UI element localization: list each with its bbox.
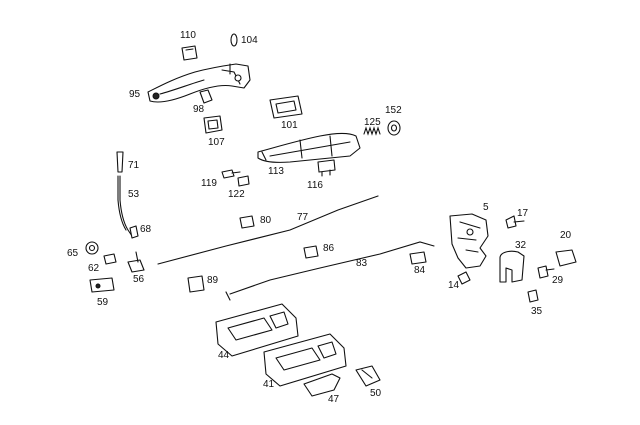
- callout-80: 80: [260, 215, 272, 226]
- callout-29: 29: [552, 275, 564, 286]
- part-71-rod-knob: [116, 151, 124, 173]
- part-20-plate: [555, 249, 577, 267]
- callout-107: 107: [208, 137, 225, 148]
- part-80-clip: [239, 215, 255, 229]
- part-59-bracket: [89, 277, 115, 293]
- callout-56: 56: [133, 274, 145, 285]
- part-116-plug: [317, 159, 336, 177]
- callout-101: 101: [281, 120, 298, 131]
- callout-83: 83: [356, 258, 368, 269]
- callout-35: 35: [531, 306, 543, 317]
- callout-116: 116: [307, 180, 323, 191]
- callout-125: 125: [364, 117, 381, 128]
- callout-65: 65: [67, 248, 79, 259]
- callout-5: 5: [483, 202, 489, 213]
- callout-71: 71: [128, 160, 140, 171]
- callout-98: 98: [193, 104, 205, 115]
- part-101-cover: [269, 95, 303, 119]
- part-14-screw: [457, 271, 471, 285]
- callout-110: 110: [180, 30, 196, 41]
- callout-86: 86: [323, 243, 335, 254]
- part-50-cap: [355, 365, 381, 387]
- part-35-screw: [527, 289, 539, 303]
- callout-152: 152: [385, 105, 402, 116]
- part-62-clip: [103, 253, 117, 265]
- callout-113: 113: [268, 166, 284, 177]
- part-5-lock-mechanism: [449, 213, 489, 269]
- callout-62: 62: [88, 263, 100, 274]
- part-17-screw: [505, 215, 525, 229]
- callout-59: 59: [97, 297, 109, 308]
- part-125-spring: [363, 126, 381, 136]
- part-113-handle-carrier: [257, 132, 361, 163]
- callout-77: 77: [297, 212, 309, 223]
- part-77-rod: [157, 195, 379, 265]
- part-119-screw: [221, 169, 241, 179]
- part-89-clip: [187, 275, 205, 293]
- part-56-lever: [127, 251, 145, 273]
- part-29-screw: [537, 265, 555, 279]
- callout-68: 68: [140, 224, 152, 235]
- callout-14: 14: [448, 280, 460, 291]
- part-84-clip: [409, 251, 427, 265]
- callout-122: 122: [228, 189, 245, 200]
- callout-119: 119: [201, 178, 217, 189]
- callout-32: 32: [515, 240, 527, 251]
- callout-50: 50: [370, 388, 382, 399]
- callout-84: 84: [414, 265, 426, 276]
- callout-41: 41: [263, 379, 275, 390]
- callout-20: 20: [560, 230, 572, 241]
- callout-47: 47: [328, 394, 340, 405]
- part-47-pull-handle: [303, 373, 341, 397]
- part-83-rod: [229, 241, 435, 295]
- part-122-screw: [237, 175, 250, 187]
- callout-44: 44: [218, 350, 230, 361]
- callout-104: 104: [241, 35, 258, 46]
- part-53-locking-rod: [119, 175, 133, 237]
- part-98-clip: [199, 89, 213, 104]
- callout-95: 95: [129, 89, 141, 100]
- callout-89: 89: [207, 275, 219, 286]
- part-107-bracket: [203, 115, 223, 134]
- part-110-clip: [181, 45, 198, 61]
- part-104-screw: [230, 33, 238, 47]
- part-95-door-handle: [147, 63, 251, 103]
- callout-53: 53: [128, 189, 140, 200]
- callout-17: 17: [517, 208, 529, 219]
- part-68-clip: [129, 225, 139, 239]
- part-32-striker: [499, 250, 525, 283]
- part-86-clip: [303, 245, 319, 259]
